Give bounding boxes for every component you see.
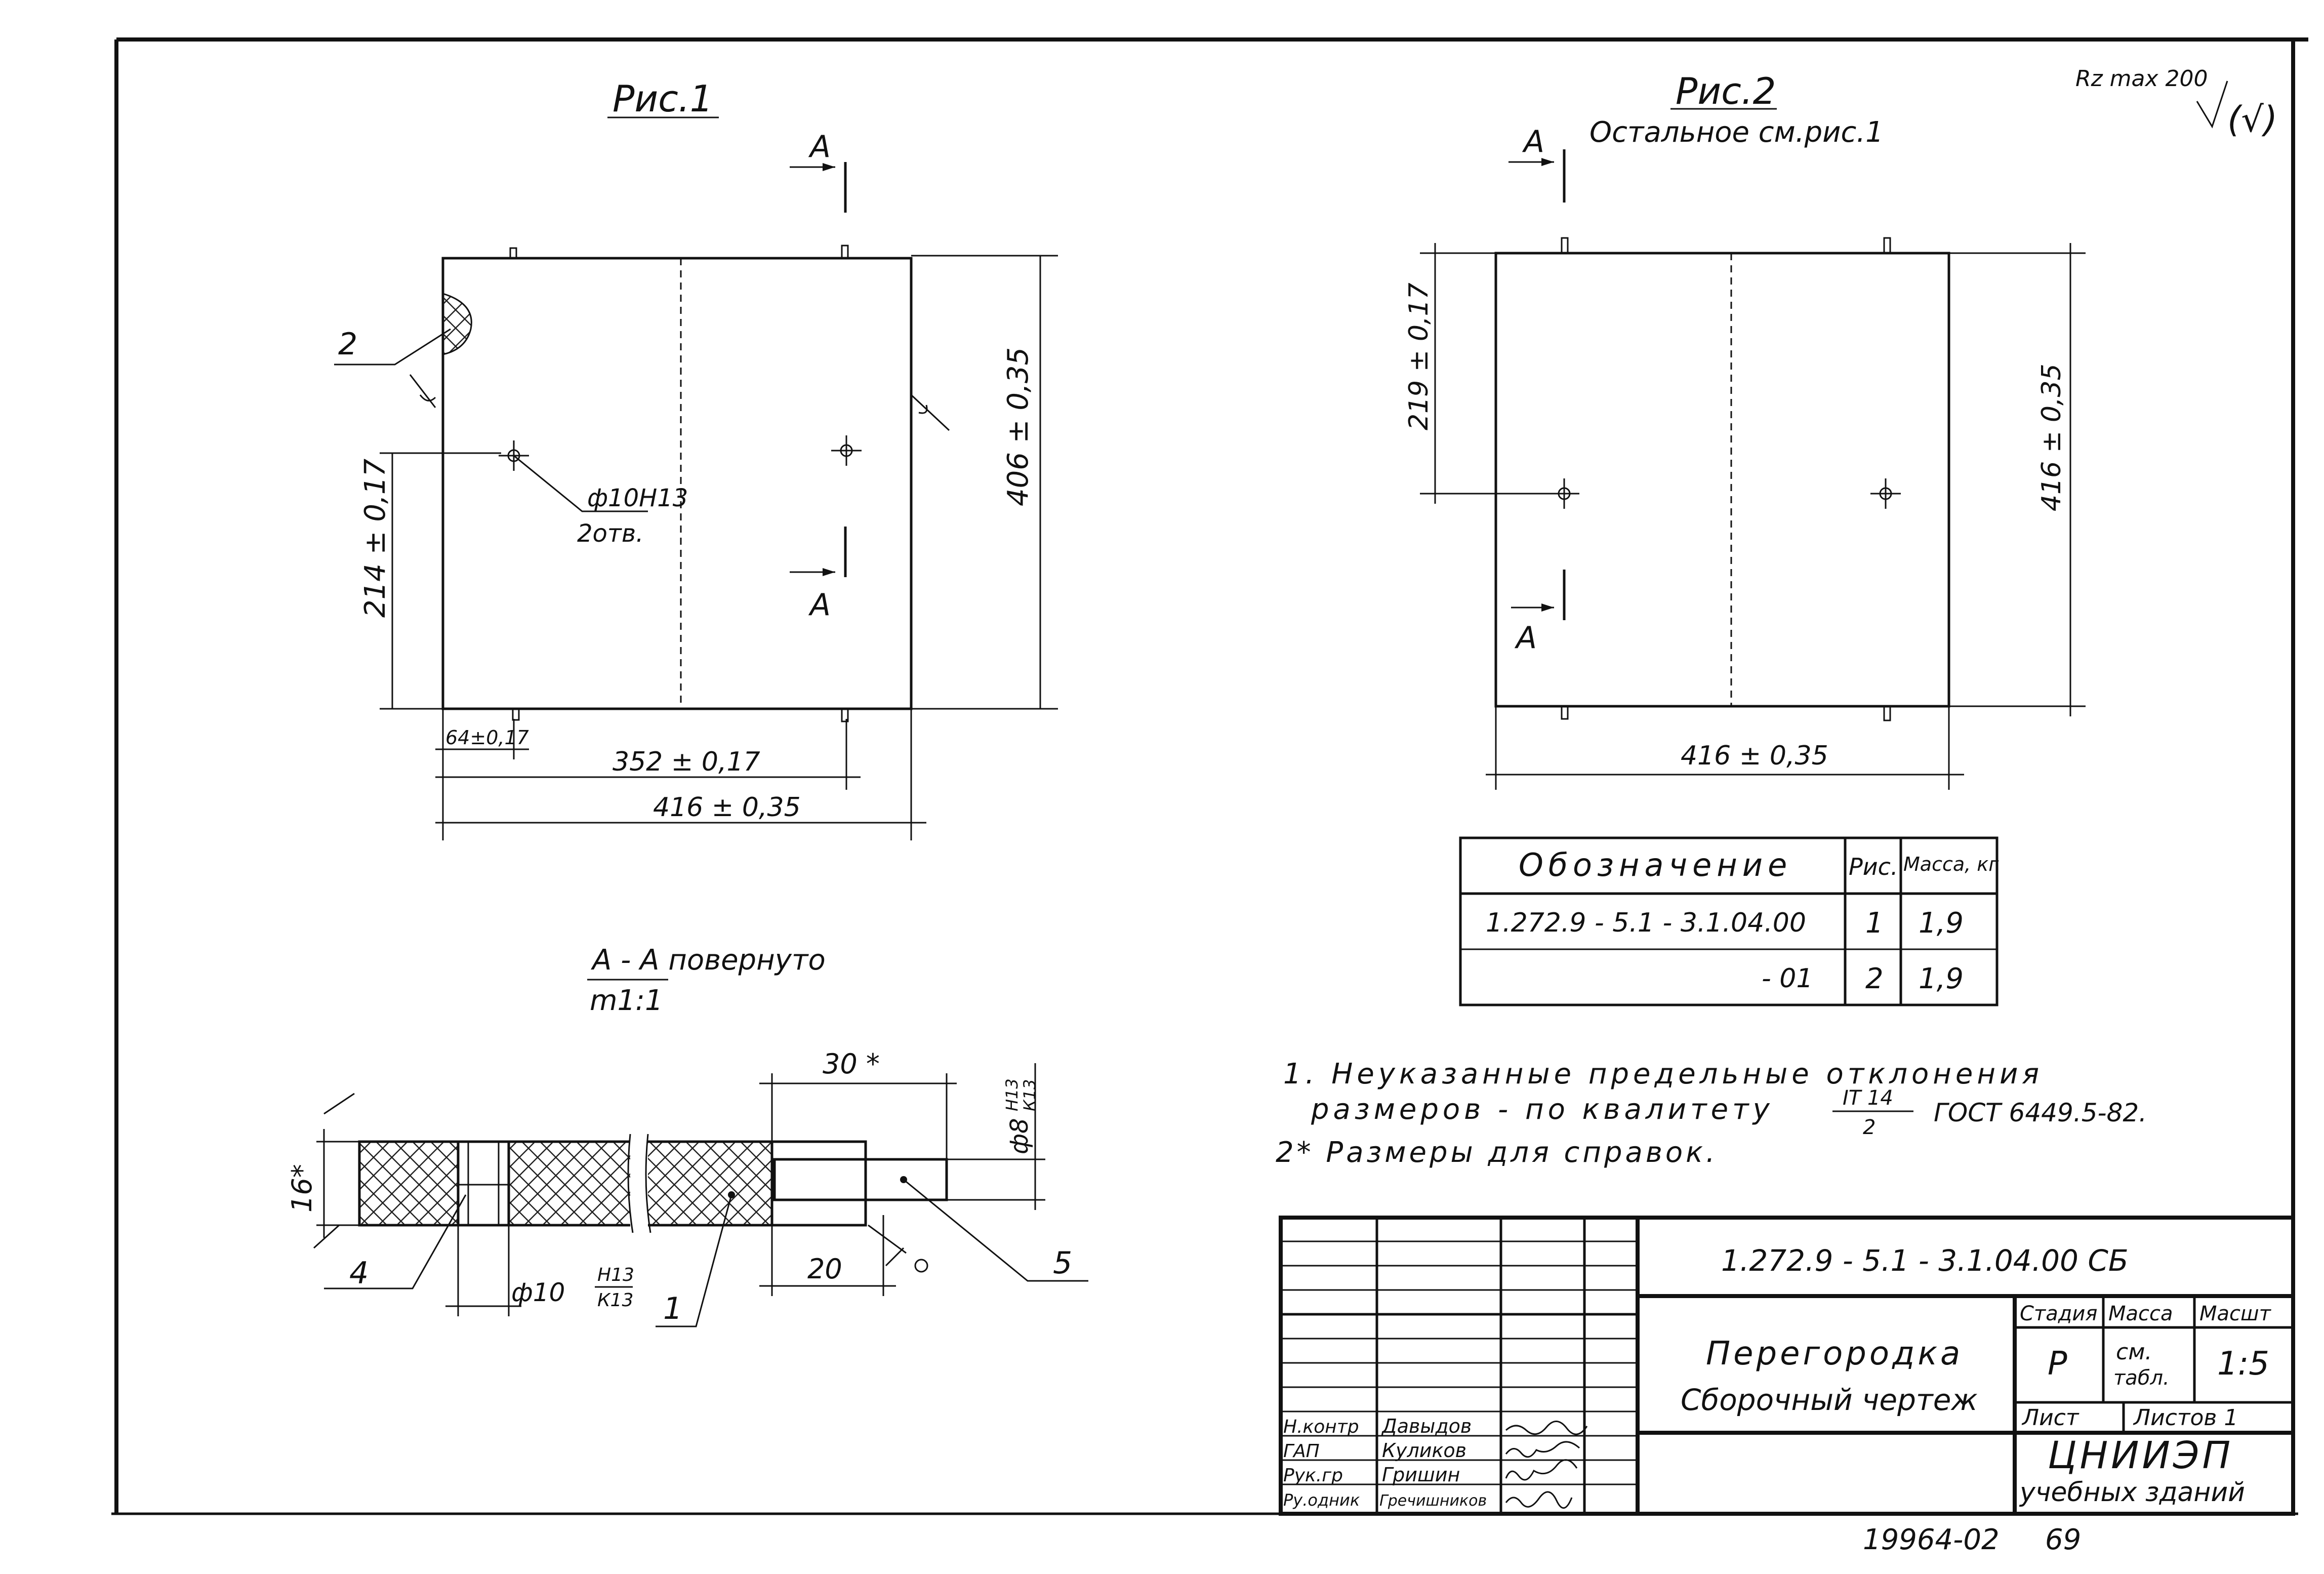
role-3: Ру.одник xyxy=(1283,1490,1360,1510)
svg-text:А: А xyxy=(808,587,831,623)
fig2-panel-outline xyxy=(1494,252,1950,708)
fig2-hole-right xyxy=(1870,478,1901,509)
section-dim-d8-tol-top: Н13 xyxy=(1002,1078,1022,1111)
note-2: 2* Размеры для справок. xyxy=(1276,1136,1718,1169)
fig2-title: Рис.2 xyxy=(1676,70,1776,112)
section-callout-1: 1 xyxy=(663,1291,682,1326)
section-a-a: А - А повернуто m1:1 4 1 5 30 * xyxy=(286,944,1088,1327)
note-1-fraction-top: IT 14 xyxy=(1843,1086,1893,1110)
mass-value-line-1: см. xyxy=(2116,1339,2152,1365)
fig1-hole-qty: 2отв. xyxy=(577,519,643,548)
table-row-0-figure: 1 xyxy=(1865,907,1884,940)
section-dim-30: 30 * xyxy=(823,1048,880,1080)
svg-text:А: А xyxy=(808,129,831,165)
section-scale: m1:1 xyxy=(590,984,663,1017)
org-line-2: учебных зданий xyxy=(2019,1477,2245,1508)
fig1-title: Рис.1 xyxy=(613,77,713,120)
title-block: 1.272.9 - 5.1 - 3.1.04.00 СБ Перегородка… xyxy=(1279,1216,2295,1516)
role-0: Н.контр xyxy=(1283,1417,1359,1437)
table-row-1-mass: 1,9 xyxy=(1919,962,1964,995)
name-2: Гришин xyxy=(1382,1464,1460,1486)
section-callout-4: 4 xyxy=(349,1256,369,1291)
fig2-dim-219: 219 ± 0,17 xyxy=(1404,243,1554,504)
note-1-gost: ГОСТ 6449.5-82. xyxy=(1934,1098,2147,1127)
svg-text:64±0,17: 64±0,17 xyxy=(445,727,529,749)
sheet-label: Лист xyxy=(2021,1405,2080,1431)
role-1: ГАП xyxy=(1283,1441,1320,1462)
fig1-section-mark-top: А xyxy=(790,129,847,213)
section-dim-d10: ф10 xyxy=(511,1278,565,1307)
fig2-dim-height: 416 ± 0,35 xyxy=(1949,243,2086,716)
fig2-subtitle: Остальное см.рис.1 xyxy=(1589,116,1884,149)
sheets-label: Листов 1 xyxy=(2133,1405,2238,1431)
svg-text:416 ± 0,35: 416 ± 0,35 xyxy=(2036,364,2067,511)
section-dim-d10-tol-bottom: К13 xyxy=(597,1290,633,1311)
table-row-1-figure: 2 xyxy=(1865,962,1884,995)
svg-text:219 ± 0,17: 219 ± 0,17 xyxy=(1404,282,1434,430)
section-callout-5: 5 xyxy=(1053,1245,1072,1281)
section-dim-20: 20 xyxy=(807,1253,842,1285)
roughness-label: Rz max 200 xyxy=(2075,66,2208,92)
mass-value-line-2: табл. xyxy=(2113,1366,2170,1390)
figure-2: Рис.2 Остальное см.рис.1 А xyxy=(1404,70,2086,790)
section-dim-d10-tol-top: Н13 xyxy=(597,1265,634,1285)
roughness-parenthesis: (√) xyxy=(2227,99,2277,140)
fig1-dim-352: 352 ± 0,17 xyxy=(435,719,861,790)
scale-header: Масшт xyxy=(2199,1302,2272,1325)
table-header-figure: Рис. xyxy=(1849,853,1898,880)
name-3: Гречишников xyxy=(1379,1492,1487,1510)
page-number: 69 xyxy=(2045,1523,2081,1556)
fig2-dim-width: 416 ± 0,35 xyxy=(1486,706,1964,790)
fig1-dim-416: 416 ± 0,35 xyxy=(435,709,926,840)
table-row-0-designation: 1.272.9 - 5.1 - 3.1.04.00 xyxy=(1486,908,1806,938)
variants-table: Обозначение Рис. Масса, кг 1.272.9 - 5.1… xyxy=(1459,836,1999,1006)
svg-text:А: А xyxy=(1522,124,1544,159)
stage-header: Стадия xyxy=(2020,1302,2097,1325)
archive-number: 19964-02 xyxy=(1863,1523,2000,1556)
fig1-dim-hole-y: 214 ± 0,17 xyxy=(359,452,501,710)
svg-text:352 ± 0,17: 352 ± 0,17 xyxy=(613,747,760,777)
svg-text:214 ± 0,17: 214 ± 0,17 xyxy=(359,459,392,618)
fig1-dim-height: 406 ± 0,35 xyxy=(911,255,1058,710)
fig2-section-mark-top: А xyxy=(1508,124,1566,203)
name-1: Куликов xyxy=(1382,1439,1466,1462)
note-1-line-1: 1. Неуказанные предельные отклонения xyxy=(1283,1058,2043,1091)
table-header-mass: Масса, кг xyxy=(1903,853,1999,875)
note-1-line-2: размеров - по квалитету xyxy=(1311,1093,1774,1126)
fig1-hole-label: ф10Н13 xyxy=(587,484,688,512)
svg-text:406 ± 0,35: 406 ± 0,35 xyxy=(1002,347,1035,506)
doc-type: Сборочный чертеж xyxy=(1681,1383,1978,1417)
name-0: Давыдов xyxy=(1381,1415,1472,1437)
signatures xyxy=(1505,1421,1588,1509)
section-dim-d8: ф8 xyxy=(1005,1118,1034,1154)
note-1-fraction-bottom: 2 xyxy=(1863,1116,1875,1139)
fig1-weld-callout-area xyxy=(442,292,472,355)
fig2-section-mark-bottom: А xyxy=(1511,570,1566,656)
section-title: А - А повернуто xyxy=(591,944,826,977)
table-header-designation: Обозначение xyxy=(1519,846,1792,883)
doc-name: Перегородка xyxy=(1706,1335,1963,1373)
svg-text:416 ± 0,35: 416 ± 0,35 xyxy=(653,792,801,823)
fig1-dim-64: 64±0,17 xyxy=(435,719,529,759)
fig1-hole-right xyxy=(831,435,862,466)
roughness-mark: Rz max 200 (√) xyxy=(2075,66,2277,140)
section-dim-d8-tol-bottom: К13 xyxy=(1020,1079,1039,1111)
fig1-panel-outline xyxy=(441,257,913,710)
table-row-0-mass: 1,9 xyxy=(1919,907,1964,940)
stage-value: Р xyxy=(2048,1345,2067,1383)
mass-header: Масса xyxy=(2108,1302,2173,1325)
fig1-callout-2: 2 xyxy=(338,327,357,362)
role-2: Рук.гр xyxy=(1283,1465,1343,1486)
section-dim-16: 16* xyxy=(286,1164,318,1213)
figure-1: Рис.1 2 А xyxy=(334,77,1058,840)
fig1-section-mark-bottom: А xyxy=(790,527,847,623)
doc-code: 1.272.9 - 5.1 - 3.1.04.00 СБ xyxy=(1721,1243,2129,1278)
scale-value: 1:5 xyxy=(2217,1345,2269,1383)
svg-text:416 ± 0,35: 416 ± 0,35 xyxy=(1681,741,1828,771)
notes: 1. Неуказанные предельные отклонения раз… xyxy=(1276,1058,2147,1169)
table-row-1-designation: - 01 xyxy=(1762,963,1813,994)
svg-text:А: А xyxy=(1514,620,1537,656)
org-line-1: ЦНИИЭП xyxy=(2048,1434,2233,1477)
